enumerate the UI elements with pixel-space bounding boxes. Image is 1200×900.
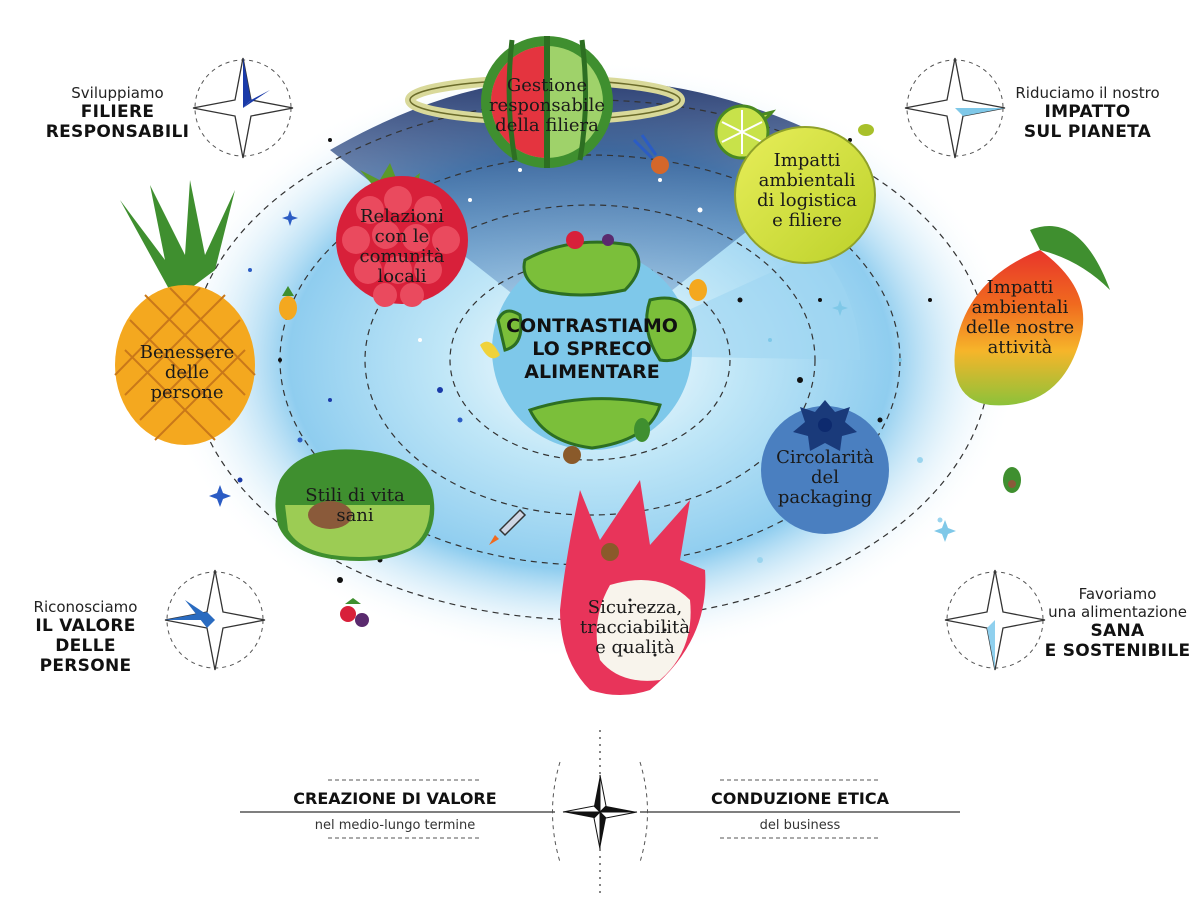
corner-top-right-title-1: IMPATTO <box>1044 102 1131 122</box>
corner-bottom-right: Favoriamo una alimentazione SANA E SOSTE… <box>1040 585 1195 661</box>
compass-top-left <box>192 57 294 159</box>
mini-pineapple <box>279 286 297 320</box>
blueberry-planet <box>761 400 889 534</box>
comet <box>632 134 669 174</box>
rocket <box>489 508 527 545</box>
bottom-right-subtitle: del business <box>759 818 841 833</box>
corner-top-left-title-1: FILIERE <box>80 102 155 122</box>
corner-bottom-right-title-2: E SOSTENIBILE <box>1044 641 1191 661</box>
sparkle-stars <box>209 210 956 542</box>
raspberry-planet <box>336 163 468 307</box>
corner-bottom-right-intro-1: Favoriamo <box>1078 585 1157 603</box>
corner-top-right: Riduciamo il nostro IMPATTO SUL PIANETA <box>1000 84 1175 142</box>
mini-avocado <box>1003 467 1021 493</box>
dragonfruit-planet <box>560 480 706 695</box>
corner-top-left-intro: Sviluppiamo <box>71 84 164 102</box>
watermelon-planet <box>405 36 685 168</box>
lime-slice <box>714 104 777 160</box>
corner-bottom-left-intro: Riconosciamo <box>33 598 138 616</box>
corner-top-right-title-2: SUL PIANETA <box>1023 122 1152 142</box>
avocado-planet <box>275 449 435 561</box>
compass-bottom-left <box>164 569 266 671</box>
mango-planet <box>954 226 1110 406</box>
corner-bottom-left: Riconosciamo IL VALORE DELLE PERSONE <box>8 598 163 676</box>
bottom-left-title: CREAZIONE DI VALORE <box>293 789 497 808</box>
bottom-compass <box>240 730 960 895</box>
corner-top-left: Sviluppiamo FILIERE RESPONSABILI <box>40 84 195 142</box>
corner-bottom-right-intro-2: una alimentazione <box>1048 603 1187 621</box>
compass-top-right <box>904 57 1006 159</box>
corner-bottom-right-title-1: SANA <box>1090 621 1145 641</box>
corner-bottom-left-title-2: DELLE PERSONE <box>39 636 132 676</box>
mini-berries <box>340 598 369 627</box>
bottom-left-subtitle: nel medio-lungo termine <box>314 818 476 833</box>
corner-top-right-intro: Riduciamo il nostro <box>1015 84 1160 102</box>
bottom-right-title: CONDUZIONE ETICA <box>711 789 889 808</box>
earth-globe <box>480 231 707 464</box>
compass-bottom-right <box>944 569 1046 671</box>
corner-bottom-left-title-1: IL VALORE <box>35 616 136 636</box>
pineapple-planet <box>114 180 256 445</box>
lemon-planet <box>734 124 876 264</box>
corner-top-left-title-2: RESPONSABILI <box>45 122 190 142</box>
